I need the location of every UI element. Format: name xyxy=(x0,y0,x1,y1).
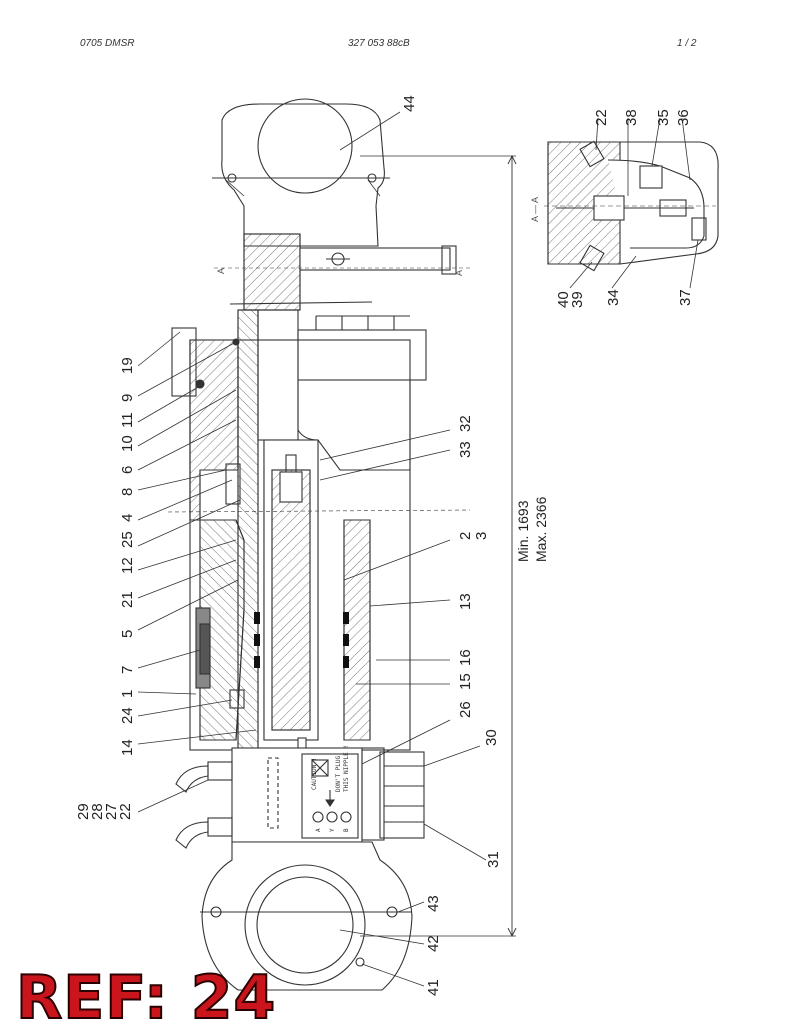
callout-c38: 38 xyxy=(623,109,640,126)
callout-c7: 7 xyxy=(119,666,136,674)
callout-c43: 43 xyxy=(425,895,442,912)
callout-c28: 28 xyxy=(89,803,106,820)
piston-rod xyxy=(237,309,427,751)
bottom-eye-bearing xyxy=(200,841,413,991)
callout-c36: 36 xyxy=(675,109,692,126)
callout-c4: 4 xyxy=(119,514,136,522)
callout-c21: 21 xyxy=(119,591,136,608)
callout-c25: 25 xyxy=(119,531,136,548)
callout-c30: 30 xyxy=(483,729,500,746)
plate-line-2: DON'T PLUG xyxy=(335,755,342,792)
callout-c41: 41 xyxy=(425,979,442,996)
callout-c33: 33 xyxy=(457,441,474,458)
overall-length-dimension xyxy=(360,154,517,938)
callout-c26: 26 xyxy=(457,701,474,718)
callout-c11: 11 xyxy=(119,412,136,428)
callout-c35: 35 xyxy=(655,109,672,126)
reference-stamp: REF: 24 xyxy=(15,963,277,1033)
header-doc-code: 0705 DMSR xyxy=(80,38,135,49)
callout-c8: 8 xyxy=(119,488,136,496)
callout-c37: 37 xyxy=(677,289,694,306)
section-a-a-detail xyxy=(544,140,719,272)
callout-c14: 14 xyxy=(119,739,136,756)
callout-c31: 31 xyxy=(485,851,502,868)
callout-c10: 10 xyxy=(119,435,136,452)
caution-plate xyxy=(301,753,359,839)
callout-c1: 1 xyxy=(119,690,136,698)
piston-seals xyxy=(254,612,349,668)
callout-c6: 6 xyxy=(119,466,136,474)
callout-c12: 12 xyxy=(119,557,136,574)
callout-c15: 15 xyxy=(457,673,474,690)
hydraulic-fittings xyxy=(175,761,233,849)
leader-lines xyxy=(137,111,699,987)
plate-line-1: CAUTION ! xyxy=(311,757,318,790)
callout-c19: 19 xyxy=(119,357,136,374)
callout-c16: 16 xyxy=(457,649,474,666)
callout-c29: 29 xyxy=(75,803,92,820)
callout-c27: 27 xyxy=(103,803,120,820)
callout-c5: 5 xyxy=(119,630,136,638)
plate-line-3: THIS NIPPLE ! xyxy=(343,745,350,792)
callout-c22a: 22 xyxy=(593,109,610,126)
callout-c22b: 22 xyxy=(117,803,134,820)
plate-port-y: Y xyxy=(329,828,336,832)
rod-end-head xyxy=(214,233,470,311)
section-marker-left: A xyxy=(216,268,226,274)
cylinder-tube xyxy=(167,327,471,751)
callout-c42: 42 xyxy=(425,935,442,952)
callout-c34: 34 xyxy=(605,289,622,306)
section-marker-right: A xyxy=(454,270,464,276)
valve-block xyxy=(175,747,425,849)
callout-c2: 2 xyxy=(457,532,474,540)
callout-c9: 9 xyxy=(119,394,136,402)
plate-port-b: B xyxy=(343,828,350,832)
callout-c32: 32 xyxy=(457,415,474,432)
header-page-number: 1 / 2 xyxy=(677,38,697,49)
callout-c3: 3 xyxy=(473,532,490,540)
header-part-number: 327 053 88cB xyxy=(348,38,410,49)
callout-c13: 13 xyxy=(457,593,474,610)
dimension-max: Max. 2366 xyxy=(533,496,549,562)
callout-c40: 40 xyxy=(555,291,572,308)
dimension-min: Min. 1693 xyxy=(515,500,531,562)
callout-c24: 24 xyxy=(119,707,136,724)
callout-c39: 39 xyxy=(569,291,586,308)
section-label: A — A xyxy=(530,197,540,222)
callout-c44: 44 xyxy=(401,95,418,112)
plate-port-a: A xyxy=(315,828,322,832)
top-eye-bearing xyxy=(212,98,390,247)
